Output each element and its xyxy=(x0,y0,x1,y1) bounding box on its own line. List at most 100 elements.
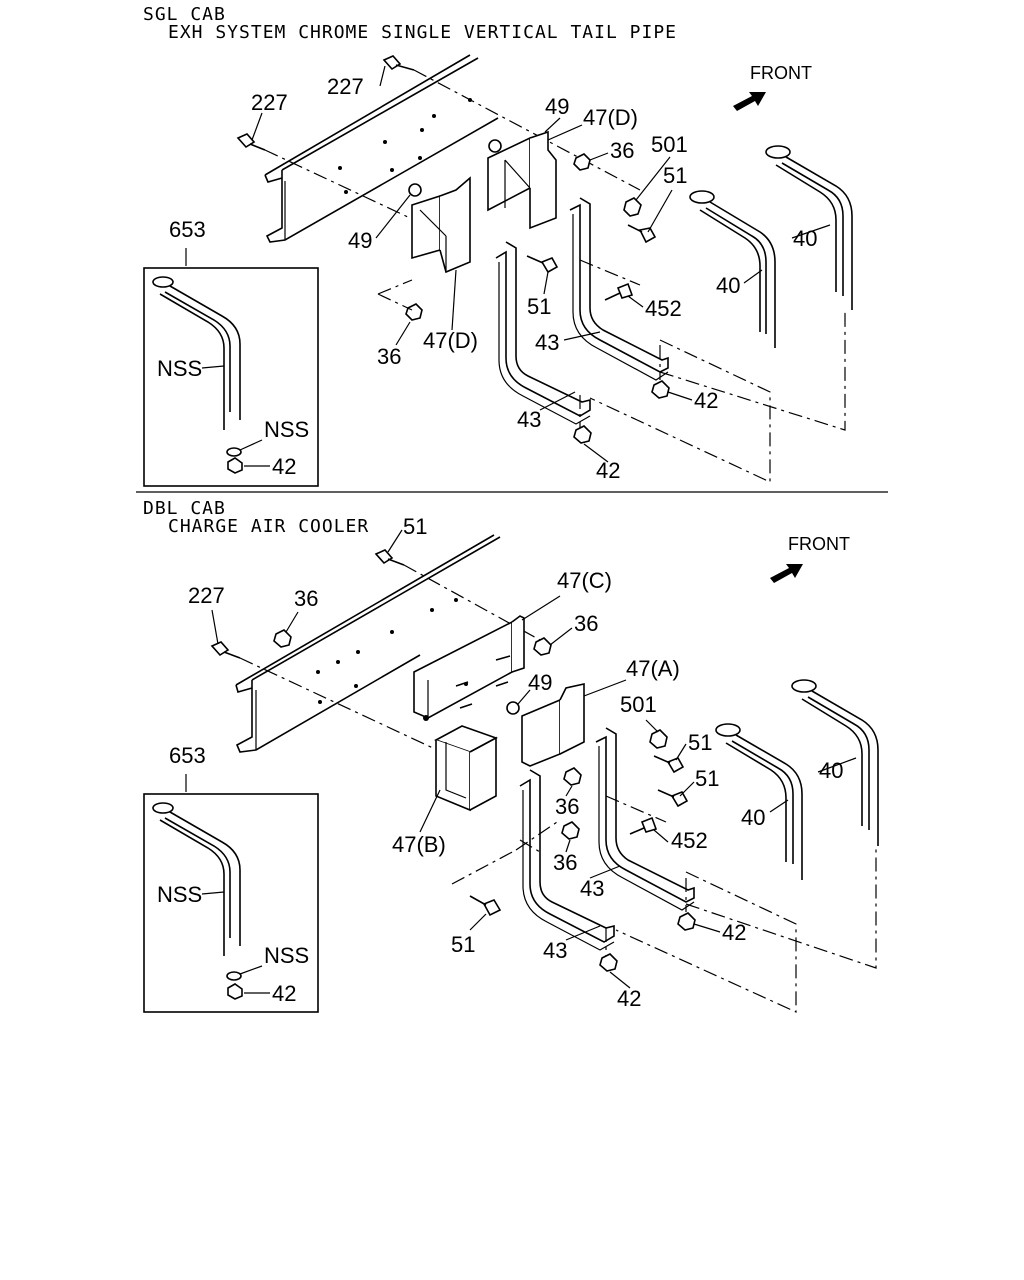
section-2-frame-rail xyxy=(235,534,501,753)
section-1-subtitle: EXH SYSTEM CHROME SINGLE VERTICAL TAIL P… xyxy=(168,22,677,43)
callout-label: 653 xyxy=(169,743,206,768)
callout-label: 36 xyxy=(553,850,577,875)
callout-label: 42 xyxy=(722,920,746,945)
section-1-washer-49-icon xyxy=(408,183,422,197)
section-2-nut-36-icon xyxy=(561,821,580,840)
callout-label: 227 xyxy=(251,90,288,115)
section-1-bracket-47d-lower xyxy=(411,176,471,274)
section-2-nut-36-icon xyxy=(273,629,292,648)
callout-label: 227 xyxy=(188,583,225,608)
callout-label: 42 xyxy=(694,388,718,413)
callout-label: NSS xyxy=(157,882,202,907)
section-2-bolt-51-b xyxy=(657,789,689,808)
section-1-bolt-51-center xyxy=(526,255,559,274)
callout-label: 43 xyxy=(517,407,541,432)
section-2-bracket-47b xyxy=(434,725,498,812)
section-1-frame-rail xyxy=(264,54,499,243)
section-2-subtitle: CHARGE AIR COOLER xyxy=(168,516,369,537)
callout-label: 40 xyxy=(741,805,765,830)
callout-label: 49 xyxy=(348,228,372,253)
callout-label: 227 xyxy=(327,74,364,99)
section-1-inset-box-653 xyxy=(143,248,319,487)
callout-label: 42 xyxy=(617,986,641,1011)
section-2-cab-title: DBL CAB xyxy=(143,498,226,519)
callout-label: 47(C) xyxy=(557,568,612,593)
section-1-bolt-227-upper xyxy=(382,55,415,71)
section-2-bolt-51-lower xyxy=(469,895,502,917)
callout-label: 36 xyxy=(294,586,318,611)
callout-label: 501 xyxy=(620,692,657,717)
callout-label: 43 xyxy=(543,938,567,963)
section-1-washer-49-icon xyxy=(488,139,502,153)
section-2-front-arrow-icon xyxy=(770,564,803,583)
callout-label: 452 xyxy=(671,828,708,853)
section-2-strap-43-rear xyxy=(595,727,695,911)
section-2-washer-49-icon xyxy=(506,701,520,715)
section-1-guard-40-left xyxy=(689,190,776,348)
section-1-leader-lines xyxy=(377,259,846,483)
callout-label: 36 xyxy=(377,344,401,369)
section-1-bolt-227-left xyxy=(236,133,266,151)
section-2-guard-40-left xyxy=(715,723,803,880)
section-1-nut-42-icon xyxy=(651,380,670,399)
section-1-nut-42-icon xyxy=(573,425,592,444)
callout-label: 42 xyxy=(596,458,620,483)
section-2-leader-lines xyxy=(451,795,877,1013)
callout-label: 40 xyxy=(716,273,740,298)
callout-label: 47(A) xyxy=(626,656,680,681)
callout-label: 653 xyxy=(169,217,206,242)
section-2-stud-452 xyxy=(629,816,658,835)
section-1-strap-43-rear xyxy=(569,197,669,381)
callout-label: 43 xyxy=(535,330,559,355)
section-1-cab-title: SGL CAB xyxy=(143,4,226,25)
callout-label: 36 xyxy=(574,611,598,636)
section-1-strap-43-front xyxy=(495,241,591,425)
section-2-inset-box-653 xyxy=(143,774,319,1013)
section-1-callouts: 227 227 49 47(D) 36 501 51 653 49 40 40 … xyxy=(157,74,817,483)
callout-label: NSS xyxy=(264,943,309,968)
section-2-bracket-47a xyxy=(521,683,585,767)
section-2-bolt-51-a xyxy=(653,755,685,774)
section-2-nut-42-icon xyxy=(599,953,618,972)
callout-label: 49 xyxy=(528,670,552,695)
callout-label: 43 xyxy=(580,876,604,901)
section-2-nut-36-icon xyxy=(533,637,552,656)
callout-label: 51 xyxy=(451,932,475,957)
callout-label: 452 xyxy=(645,296,682,321)
section-2-nut-42-icon xyxy=(677,912,696,931)
callout-label: 51 xyxy=(527,294,551,319)
callout-label: 501 xyxy=(651,132,688,157)
section-1-leader-line xyxy=(264,149,411,219)
section-2-front-label: FRONT xyxy=(788,534,850,554)
section-2-strap-43-front xyxy=(519,769,615,951)
section-1-callout-leaders xyxy=(201,65,831,467)
section-1-stud-452 xyxy=(604,282,634,301)
section-2-bolt-227 xyxy=(210,641,241,659)
section-1-guard-40-right xyxy=(765,145,853,310)
callout-label: 36 xyxy=(555,794,579,819)
section-2-bracket-47c xyxy=(413,615,525,721)
section-2-guard-40-right xyxy=(791,679,879,846)
callout-label: 36 xyxy=(610,138,634,163)
callout-label: 51 xyxy=(403,514,427,539)
callout-label: 49 xyxy=(545,94,569,119)
callout-label: NSS xyxy=(157,356,202,381)
callout-label: 47(D) xyxy=(423,328,478,353)
section-1-bracket-47d-upper xyxy=(487,130,557,230)
section-2-nut-501-icon xyxy=(649,729,668,749)
callout-label: 51 xyxy=(688,730,712,755)
callout-label: 51 xyxy=(663,163,687,188)
callout-label: 42 xyxy=(272,454,296,479)
section-2-callout-leaders xyxy=(201,529,857,994)
callout-label: 40 xyxy=(793,226,817,251)
section-1-nut-36-icon xyxy=(405,303,423,321)
callout-label: 51 xyxy=(695,766,719,791)
section-1-front-arrow-icon xyxy=(733,92,766,111)
section-2-callouts: 51 227 36 47(C) 36 47(A) 49 501 51 653 5… xyxy=(157,514,843,1011)
section-1-leader-line xyxy=(413,69,641,191)
section-2-bolt-51-top xyxy=(374,549,405,566)
callout-label: 47(D) xyxy=(583,105,638,130)
section-2-nut-36-icon xyxy=(563,767,582,786)
